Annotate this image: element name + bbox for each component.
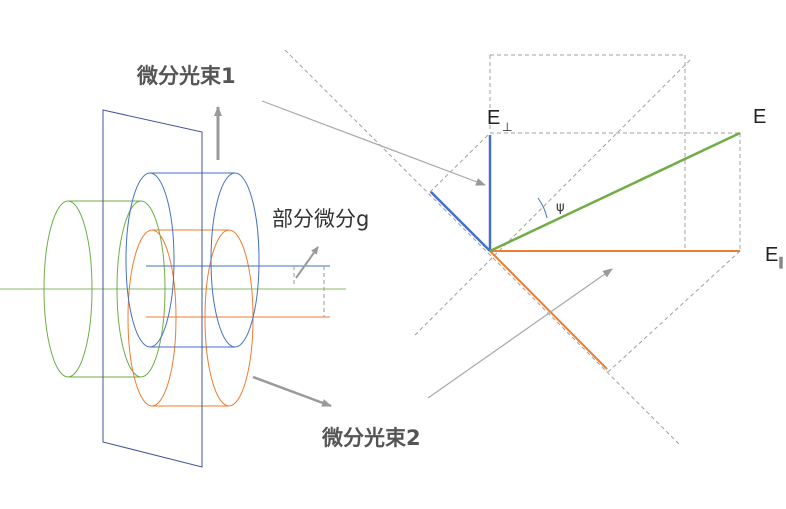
e-parallel-label: E [765,244,778,266]
diag-dashed-1 [284,49,681,446]
vector-diagram [284,49,741,446]
beam1-pointer-arrow [261,100,486,186]
partial-arrow [295,246,319,279]
beam1-label: 微分光束1 [136,64,236,88]
cylinder-assembly [0,109,346,468]
aperture-plane [102,109,203,468]
e-vector [489,131,741,253]
beam2-pointer-arrow [427,268,613,399]
blue-cylinder [125,172,330,348]
psi-arc [537,197,548,219]
e-label: E [753,106,766,128]
green-cylinder [43,200,166,378]
orange-cylinder [127,229,330,407]
e-perp-label: E [487,107,500,129]
diag-dashed-2 [414,59,691,336]
e-parallel-subscript: ∥ [778,255,784,269]
partial-beam-box [293,266,325,317]
beam2-label: 微分光束2 [321,426,421,450]
psi-label: ψ [556,200,565,215]
blue-component [430,191,491,252]
partial-diff-label: 部分微分g [272,207,369,231]
orange-component [489,250,608,370]
beam2-arrow [252,375,332,408]
construction-lines [429,54,741,374]
e-perp-subscript: ⊥ [502,120,512,134]
